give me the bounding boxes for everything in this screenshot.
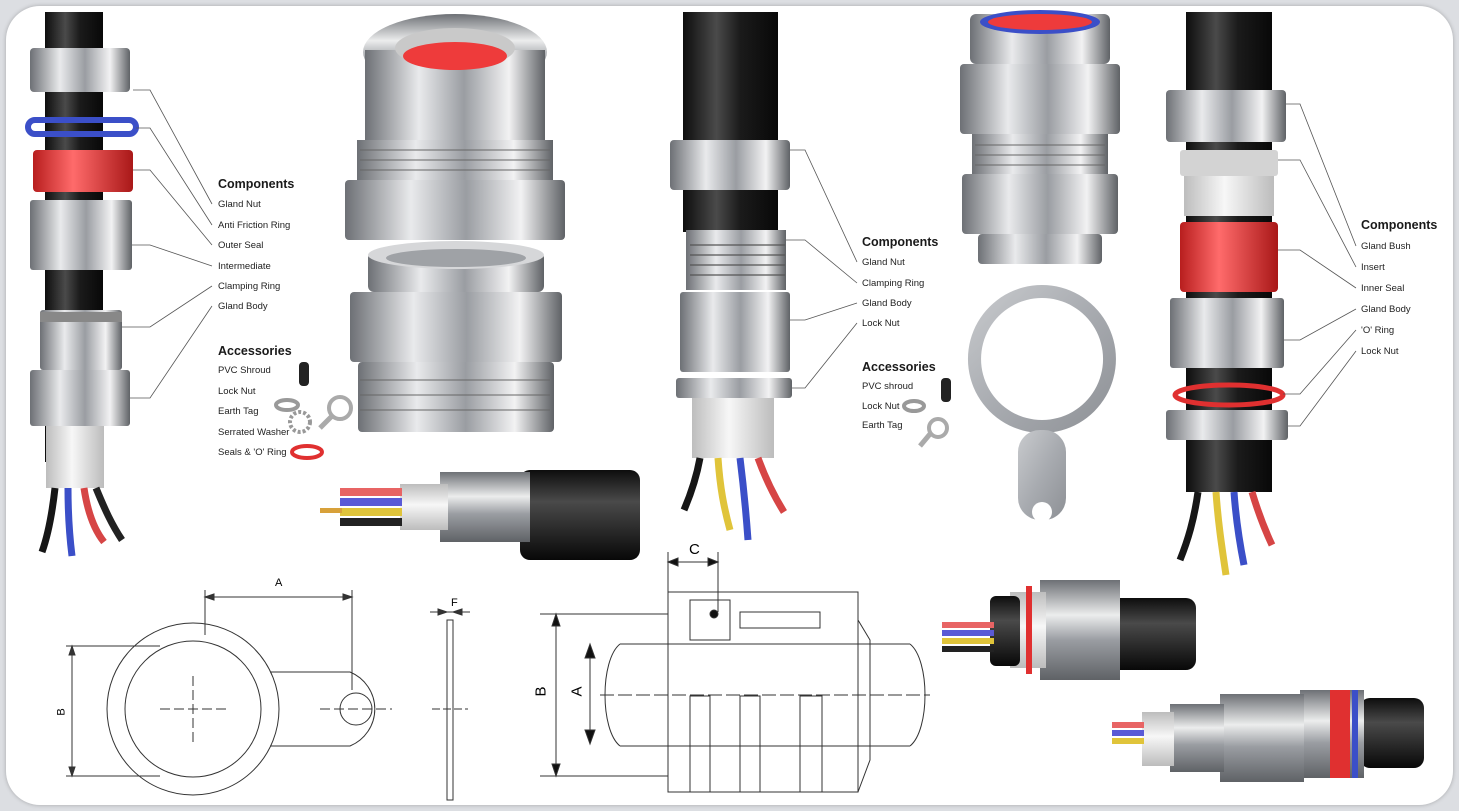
horizontal-gland-right-2 (1112, 690, 1424, 782)
accessory-label: Lock Nut (862, 401, 900, 412)
component-label: Inner Seal (1361, 283, 1405, 294)
horizontal-gland-left (320, 470, 640, 560)
component-label: Gland Nut (218, 199, 261, 210)
accessory-label: Earth Tag (862, 420, 903, 431)
components-heading-middle: Components (862, 235, 939, 249)
component-label: Gland Nut (862, 257, 905, 268)
component-label: Gland Bush (1361, 241, 1411, 252)
accessory-label: Seals & 'O' Ring (218, 447, 287, 458)
component-label: Anti Friction Ring (218, 220, 291, 231)
exploded-gland-right (1166, 12, 1357, 576)
component-label: 'O' Ring (1361, 325, 1395, 336)
dimension-label-c: C (689, 541, 700, 558)
component-label: Insert (1361, 262, 1385, 273)
accessory-icons-left (274, 362, 353, 460)
horizontal-gland-right-1 (942, 580, 1196, 680)
accessory-label: Serrated Washer (218, 427, 290, 438)
dimension-label-b: B (55, 708, 68, 716)
dimension-label-b-gland: B (532, 686, 550, 697)
gland-top-photo (345, 14, 565, 240)
components-heading-right: Components (1361, 218, 1438, 232)
accessory-label: PVC shroud (862, 381, 914, 392)
exploded-gland-left (25, 12, 213, 557)
component-label: Gland Body (862, 298, 912, 309)
component-label: Clamping Ring (218, 281, 281, 292)
component-label: Clamping Ring (862, 278, 925, 289)
accessories-heading-left: Accessories (218, 344, 292, 358)
accessory-icons-middle (902, 378, 951, 448)
component-label: Outer Seal (218, 240, 264, 251)
component-label: Lock Nut (1361, 346, 1399, 357)
earth-tag-drawing (66, 590, 470, 801)
dimension-label-a: A (275, 577, 283, 589)
accessories-heading-middle: Accessories (862, 360, 936, 374)
components-heading-left: Components (218, 177, 295, 191)
dimension-label-a-gland: A (568, 686, 586, 697)
accessory-label: PVC Shroud (218, 365, 271, 376)
component-label: Gland Body (218, 301, 268, 312)
accessory-label: Earth Tag (218, 406, 259, 417)
gland-right-photo (960, 10, 1120, 264)
dimension-label-f: F (451, 597, 458, 609)
component-label: Gland Body (1361, 304, 1411, 315)
component-label: Intermediate (218, 261, 271, 272)
component-label: Lock Nut (862, 318, 900, 329)
exploded-gland-middle (670, 12, 858, 541)
earth-tag-photo (967, 285, 1116, 522)
gland-section-drawing (540, 552, 930, 793)
accessory-label: Lock Nut (218, 386, 256, 397)
gland-bottom-photo (350, 241, 562, 432)
